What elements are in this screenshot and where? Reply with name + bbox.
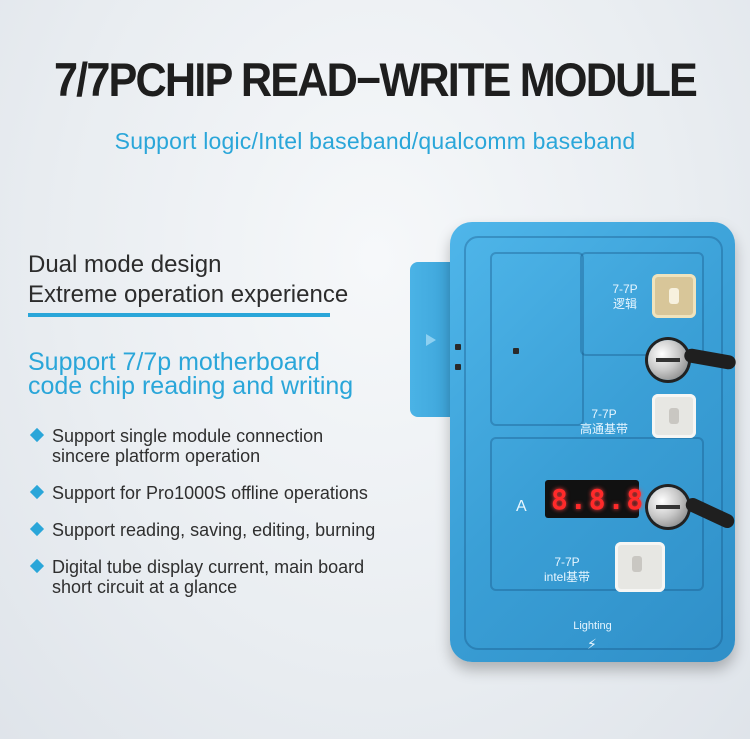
slot-label-line: intel基带 <box>543 570 590 584</box>
slot-label-logic: 7-7P 逻辑 <box>600 282 650 312</box>
bullet-item: Digital tube display current, main board… <box>29 557 430 597</box>
slot-label-line: 7-7P <box>591 407 617 421</box>
bullet-text: Support single module connection <box>52 426 324 446</box>
feature-block: Dual mode design Extreme operation exper… <box>28 250 348 310</box>
bullet-text-cont: sincere platform operation <box>52 446 261 466</box>
lighting-label: Lighting <box>573 620 612 632</box>
board-outline <box>464 236 723 650</box>
chip-socket-intel <box>615 542 665 592</box>
support-heading: Support 7/7p motherboard code chip readi… <box>28 348 354 400</box>
screw-dot <box>513 348 519 354</box>
diamond-icon <box>29 484 45 500</box>
feature-line-1: Dual mode design <box>28 251 222 278</box>
chip-socket-qualcomm <box>652 394 696 438</box>
slot-label-line: 逻辑 <box>612 297 637 311</box>
feature-line-2: Extreme operation experience <box>28 281 349 308</box>
clamp-knob[interactable] <box>648 487 688 527</box>
bullet-item: Support for Pro1000S offline operations <box>29 483 430 503</box>
bullet-item: Support reading, saving, editing, burnin… <box>29 520 430 540</box>
play-arrow-icon <box>426 334 436 346</box>
diamond-icon <box>29 521 45 537</box>
screw-dot <box>455 344 461 350</box>
board-groove <box>490 252 584 426</box>
display-digits: 8.8.8. <box>551 482 665 516</box>
support-heading-line-1: Support 7/7p motherboard <box>28 348 320 376</box>
bullet-text: Support reading, saving, editing, burnin… <box>52 520 376 540</box>
module-board: 7-7P 逻辑 7-7P 高通基带 A 8.8.8. 7-7P intel基带 … <box>450 222 737 662</box>
bullet-list: Support single module connection sincere… <box>29 426 430 614</box>
board-groove <box>580 252 704 356</box>
slot-label-line: 7-7P <box>612 282 638 296</box>
current-unit: A <box>516 498 527 515</box>
diamond-icon <box>29 558 45 574</box>
bullet-item: Support single module connection sincere… <box>29 426 430 466</box>
slot-label-intel: 7-7P intel基带 <box>532 555 602 585</box>
bullet-text: Support for Pro1000S offline operations <box>52 483 368 503</box>
bullet-text-cont: short circuit at a glance <box>52 577 238 597</box>
accent-divider <box>28 313 330 317</box>
slot-label-qualcomm: 7-7P 高通基带 <box>574 407 634 437</box>
slot-label-line: 7-7P <box>554 555 580 569</box>
page-subtitle: Support logic/Intel baseband/qualcomm ba… <box>114 128 636 154</box>
bullet-text: Digital tube display current, main board <box>52 557 365 577</box>
chip-socket-logic <box>652 274 696 318</box>
slot-label-line: 高通基带 <box>579 422 628 436</box>
digital-display: 8.8.8. <box>545 480 662 518</box>
lightning-icon: ⚡ <box>587 636 597 652</box>
screw-dot <box>455 364 461 370</box>
clamp-knob[interactable] <box>648 340 688 380</box>
diamond-icon <box>29 427 45 443</box>
support-heading-line-2: code chip reading and writing <box>28 372 354 400</box>
page-title: 7/7PCHIP READ−WRITE MODULE <box>53 53 698 106</box>
